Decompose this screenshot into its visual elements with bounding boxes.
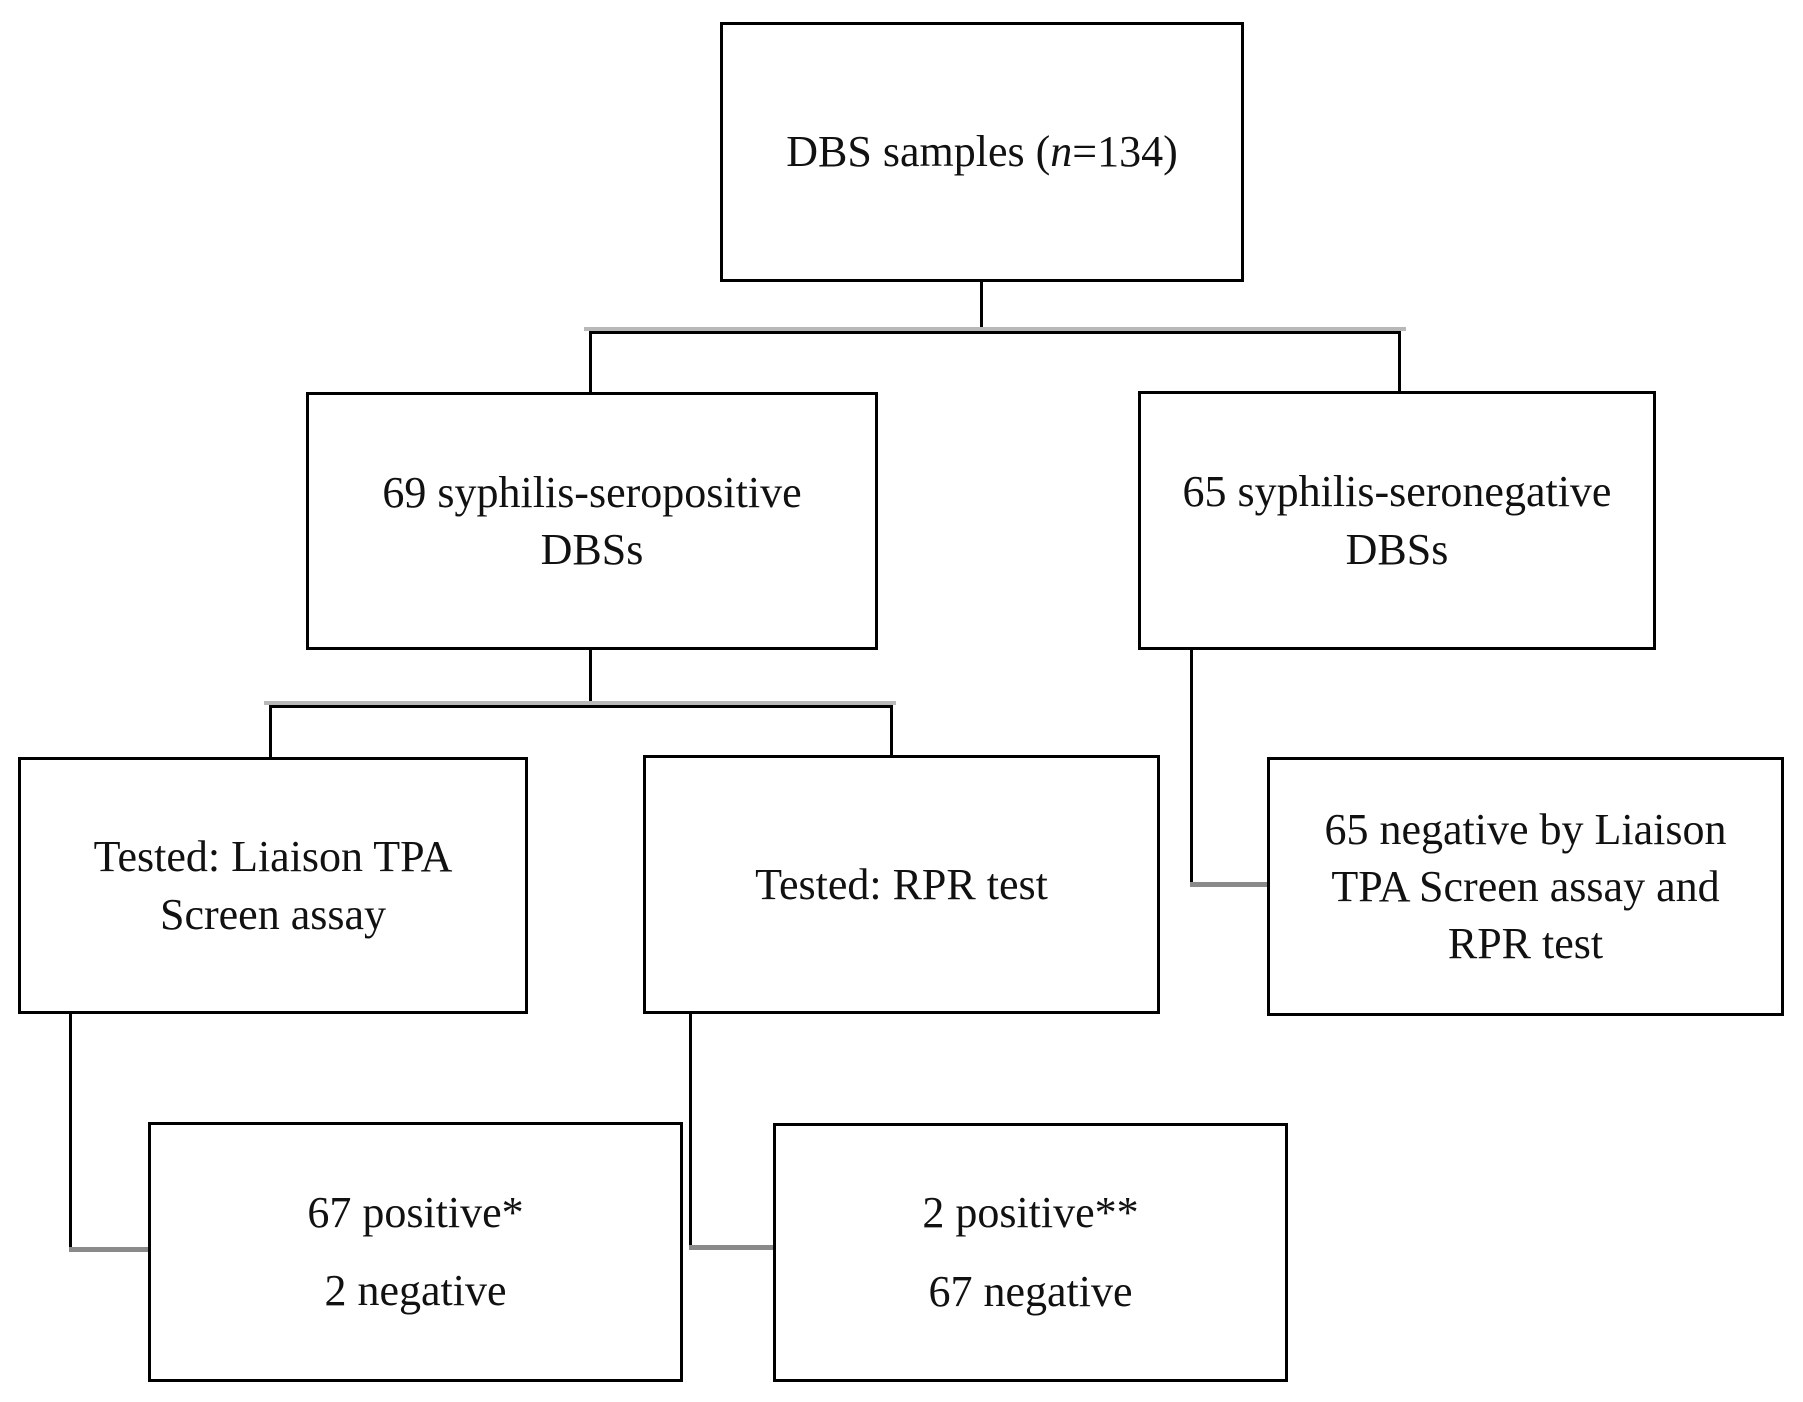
connector-root-stem [980, 280, 983, 333]
node-text-line: 67 positive* [307, 1187, 524, 1237]
node-text-line: 2 negative [324, 1266, 507, 1315]
node-text-line: 65 syphilis-seronegative [1182, 467, 1612, 517]
connector-seronegative-elbow [1190, 882, 1267, 887]
connector-drop-seronegative [1398, 331, 1401, 391]
node-text-line: Tested: Liaison TPA [93, 832, 453, 882]
node-tpa-results: 67 positive* 2 negative [148, 1122, 683, 1382]
connector-seropositive-crossbar-shadow [264, 701, 896, 705]
node-seropositive: 69 syphilis-seropositive DBSs [306, 392, 878, 650]
node-rpr-results: 2 positive** 67 negative [773, 1123, 1288, 1382]
connector-root-crossbar [589, 331, 1401, 334]
node-text-line: 67 negative [928, 1266, 1133, 1316]
connector-drop-seropositive [589, 331, 592, 392]
node-negative-both: 65 negative by Liaison TPA Screen assay … [1267, 757, 1784, 1016]
node-tested-rpr: Tested: RPR test [643, 755, 1160, 1014]
connector-drop-tested-tpa [269, 705, 272, 757]
node-text-line: DBSs [1345, 524, 1449, 574]
node-text-line: 2 positive** [922, 1188, 1139, 1238]
node-dbs-samples: DBS samples (n=134) [720, 22, 1244, 282]
node-text-line: TPA Screen assay and [1331, 861, 1720, 911]
connector-tested-tpa-elbow [69, 1247, 148, 1252]
node-seronegative: 65 syphilis-seronegative DBSs [1138, 391, 1656, 650]
connector-seropositive-stem [589, 650, 592, 707]
connector-root-crossbar-shadow [584, 327, 1406, 331]
node-text-line: 65 negative by Liaison [1324, 804, 1727, 854]
dbs-samples-n: n [1050, 127, 1073, 177]
connector-seronegative-stem [1190, 648, 1193, 886]
connector-tested-rpr-elbow [689, 1245, 773, 1250]
node-text-line: DBS samples (n=134) [786, 123, 1177, 180]
node-text-line: DBSs [540, 525, 644, 574]
node-text-line: Tested: RPR test [755, 859, 1048, 909]
node-text-line: 69 syphilis-seropositive [382, 467, 802, 517]
dbs-samples-prefix: DBS samples ( [786, 127, 1051, 177]
connector-drop-tested-rpr [890, 705, 893, 755]
connector-tested-rpr-stem [689, 1012, 692, 1249]
node-text-line: RPR test [1447, 919, 1604, 969]
connector-tested-tpa-stem [69, 1012, 72, 1251]
node-tested-tpa: Tested: Liaison TPA Screen assay [18, 757, 528, 1014]
dbs-samples-suffix: =134) [1072, 127, 1178, 177]
connector-seropositive-crossbar [269, 705, 893, 708]
node-text-line: Screen assay [159, 889, 386, 939]
